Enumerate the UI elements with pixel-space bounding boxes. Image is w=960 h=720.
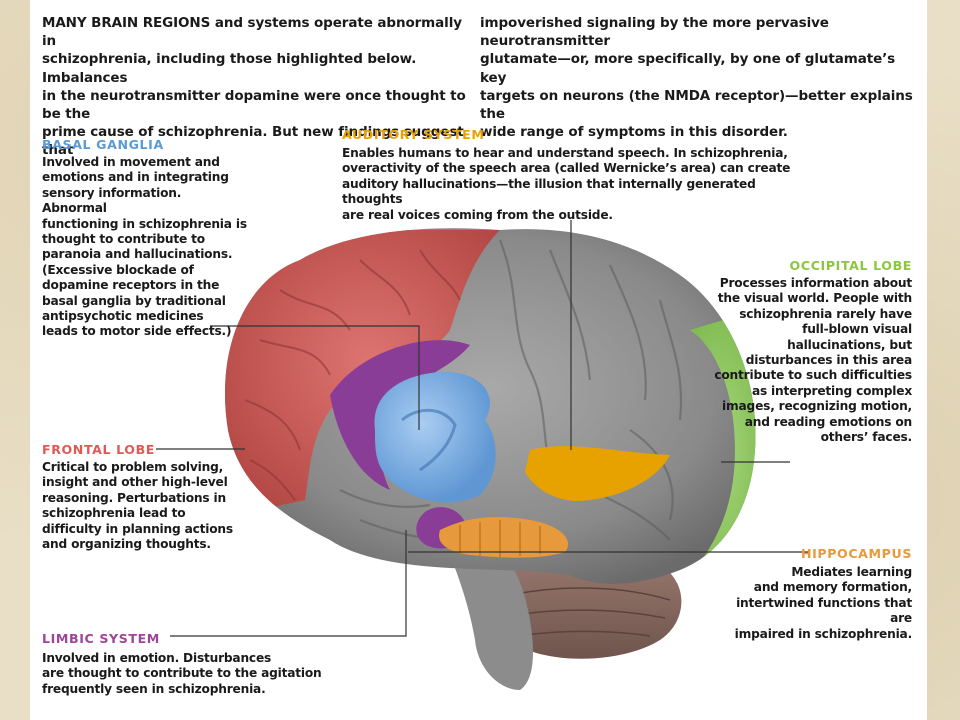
leader-lines xyxy=(156,220,810,637)
occipital-lobe-region xyxy=(690,300,756,584)
frontal-lobe-title: FRONTAL LOBE xyxy=(42,442,155,457)
brainstem-shape xyxy=(450,550,533,690)
hippocampus-region xyxy=(439,517,569,558)
auditory-system-region xyxy=(525,446,670,501)
basal-ganglia-region xyxy=(374,371,496,503)
basal-ganglia-description: Involved in movement and emotions and in… xyxy=(42,155,247,339)
occipital-lobe-description: Processes information about the visual w… xyxy=(714,276,912,445)
auditory-system-title: AUDITORY SYSTEM xyxy=(342,127,485,142)
limbic-system-region xyxy=(330,340,470,490)
intro-right-text: impoverished signaling by the more perva… xyxy=(480,15,913,141)
limbic-system-description: Involved in emotion. Disturbances are th… xyxy=(42,651,322,696)
occipital-lobe-title: OCCIPITAL LOBE xyxy=(789,258,912,273)
limbic-system-title: LIMBIC SYSTEM xyxy=(42,631,160,646)
frontal-lobe-description: Critical to problem solving, insight and… xyxy=(42,460,233,552)
basal-ganglia-title: BASAL GANGLIA xyxy=(42,137,164,152)
intro-left-text: MANY BRAIN REGIONS and systems operate a… xyxy=(42,15,466,159)
hippocampus-description: Mediates learning and memory formation, … xyxy=(734,565,913,641)
auditory-system-description: Enables humans to hear and understand sp… xyxy=(342,146,791,222)
brain-illustration xyxy=(156,220,810,690)
hippocampus-title: HIPPOCAMPUS xyxy=(800,546,912,561)
figure-panel: MANY BRAIN REGIONS and systems operate a… xyxy=(30,0,927,720)
